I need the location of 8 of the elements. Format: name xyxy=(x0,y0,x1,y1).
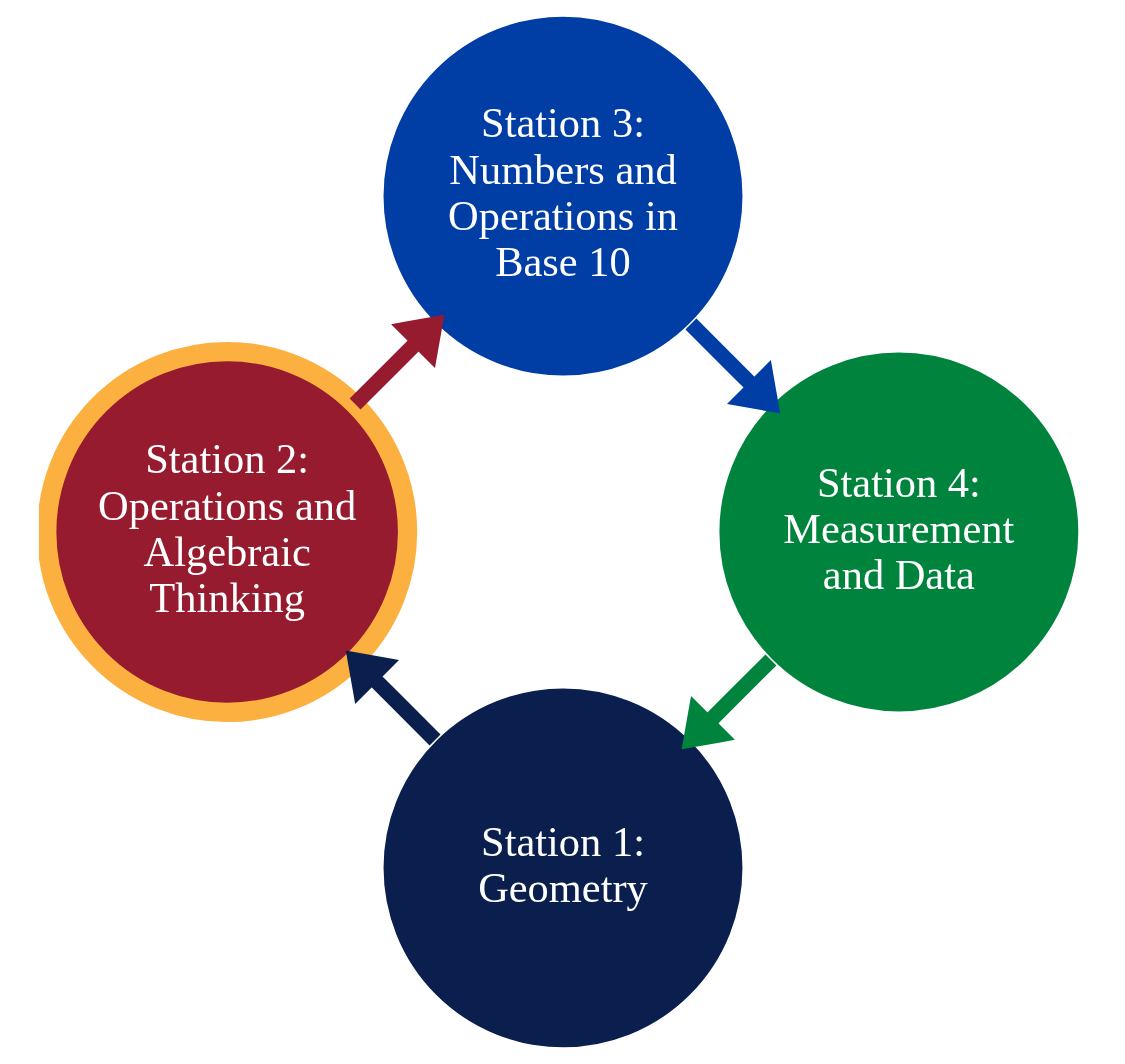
node-circle: Station 2: Operations and Algebraic Thinking xyxy=(38,341,417,723)
arrow xyxy=(681,654,776,750)
arrow xyxy=(349,314,444,410)
arrow xyxy=(345,650,440,746)
node-circle: Station 1: Geometry xyxy=(381,686,744,1050)
node-circle: Station 4: Measurement and Data xyxy=(716,350,1080,714)
node-circle: Station 3: Numbers and Operations in Base 10 xyxy=(381,14,744,378)
arrow xyxy=(685,318,780,414)
